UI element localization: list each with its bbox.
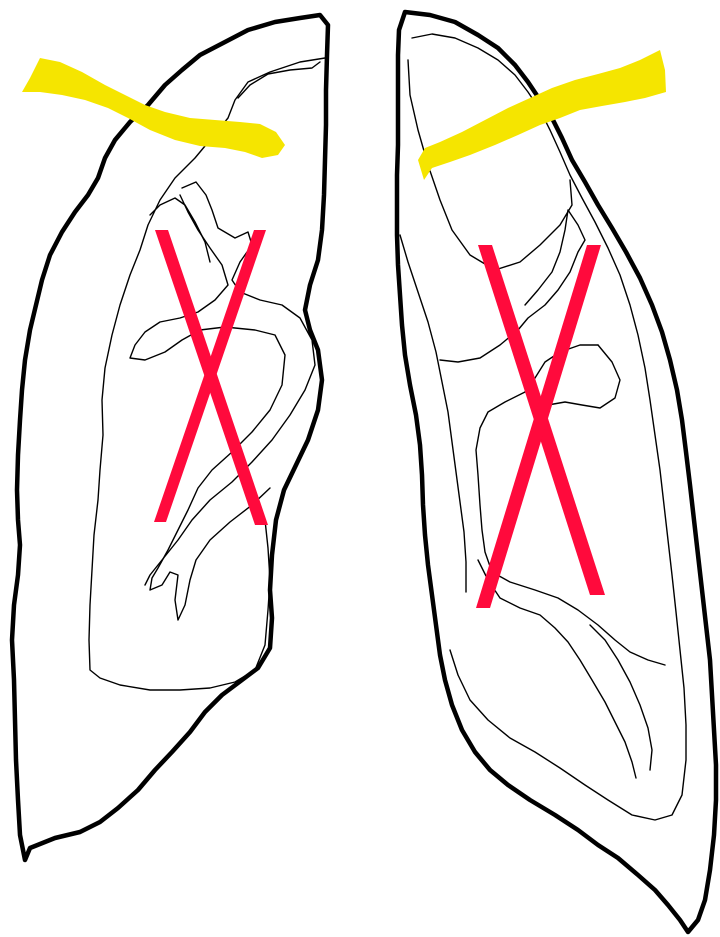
right-bronchus-branch-b [478,560,636,778]
right-rib-marker [418,50,666,180]
left-upper-branch [238,62,320,98]
left-bronchus-lower [130,195,285,620]
left-rib-marker [22,58,285,158]
right-x-marker [476,245,605,608]
right-left-edge-contour [400,235,466,592]
left-x-marker [154,230,268,525]
right-bronchus-branch-c [590,625,652,770]
